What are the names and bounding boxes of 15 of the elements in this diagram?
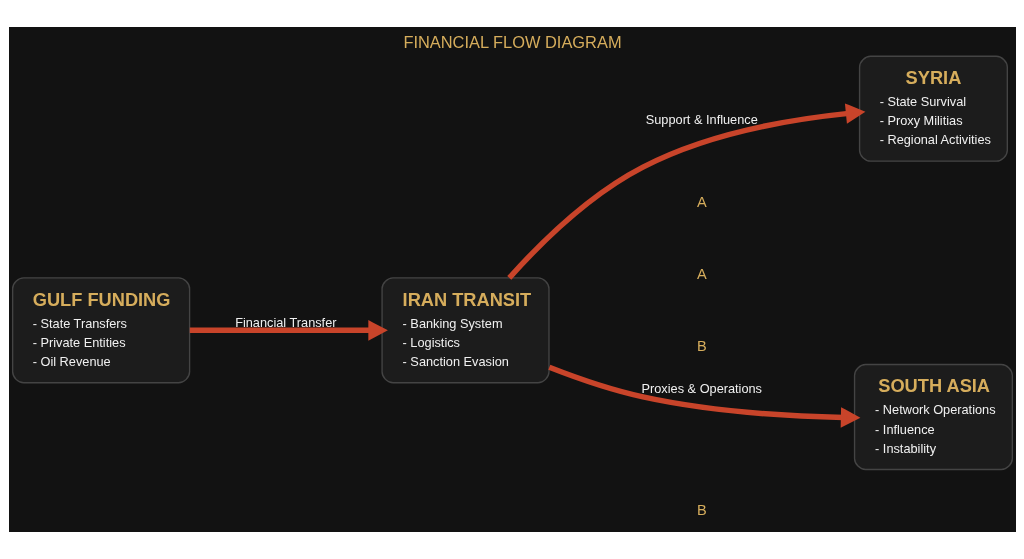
label: A bbox=[696, 266, 707, 283]
arrow bbox=[189, 320, 388, 341]
label: A bbox=[696, 194, 707, 211]
node-box: SYRIA - State Survival - Proxy Militias - Regional Activities bbox=[858, 55, 1008, 162]
edge-label: Financial Transfer bbox=[234, 314, 337, 330]
label: B bbox=[696, 502, 707, 519]
node-box: IRAN TRANSIT - Banking System - Logistics - Sanction Evasion bbox=[380, 277, 550, 384]
arrow bbox=[547, 364, 860, 428]
node-box: SOUTH ASIA - Network Operations - Influence - Instability bbox=[853, 363, 1013, 471]
label: B bbox=[696, 338, 707, 355]
node-box: GULF FUNDING - State Transfers - Private Entities - Oil Revenue bbox=[11, 277, 190, 384]
edge-label: Support & Influence bbox=[645, 112, 758, 128]
arrow bbox=[506, 103, 865, 280]
edge-label: Proxies & Operations bbox=[641, 381, 762, 397]
diagram-title: FINANCIAL FLOW DIAGRAM bbox=[402, 32, 622, 51]
